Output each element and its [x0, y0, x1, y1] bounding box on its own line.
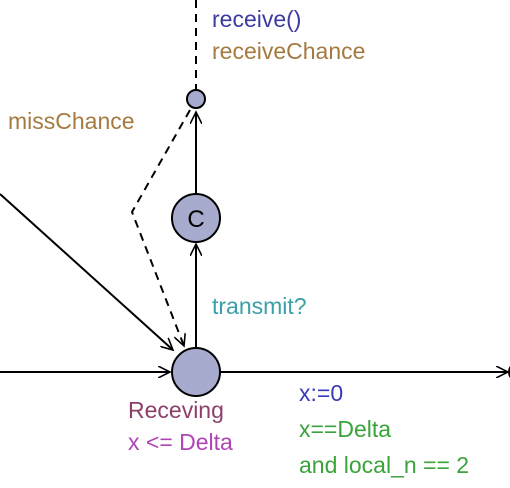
invariant-label: x <= Delta [128, 429, 233, 455]
committed-glyph: C [187, 206, 204, 233]
miss-chance-label: missChance [8, 108, 135, 134]
guard-label-line1: x==Delta [299, 416, 392, 442]
assignment-label: x:=0 [299, 380, 344, 406]
receving-location[interactable] [171, 347, 221, 397]
guard-label-line2: and local_n == 2 [299, 452, 470, 478]
edge-left-diagonal[interactable] [0, 193, 173, 350]
receive-chance-label: receiveChance [212, 38, 366, 64]
committed-location[interactable] [171, 193, 221, 243]
edge-miss-chance[interactable] [130, 109, 191, 346]
transmit-sync-label: transmit? [212, 293, 307, 319]
location-name-label: Receving [128, 397, 224, 423]
branch-point[interactable] [186, 89, 206, 109]
receive-sync-label: receive() [212, 6, 302, 32]
